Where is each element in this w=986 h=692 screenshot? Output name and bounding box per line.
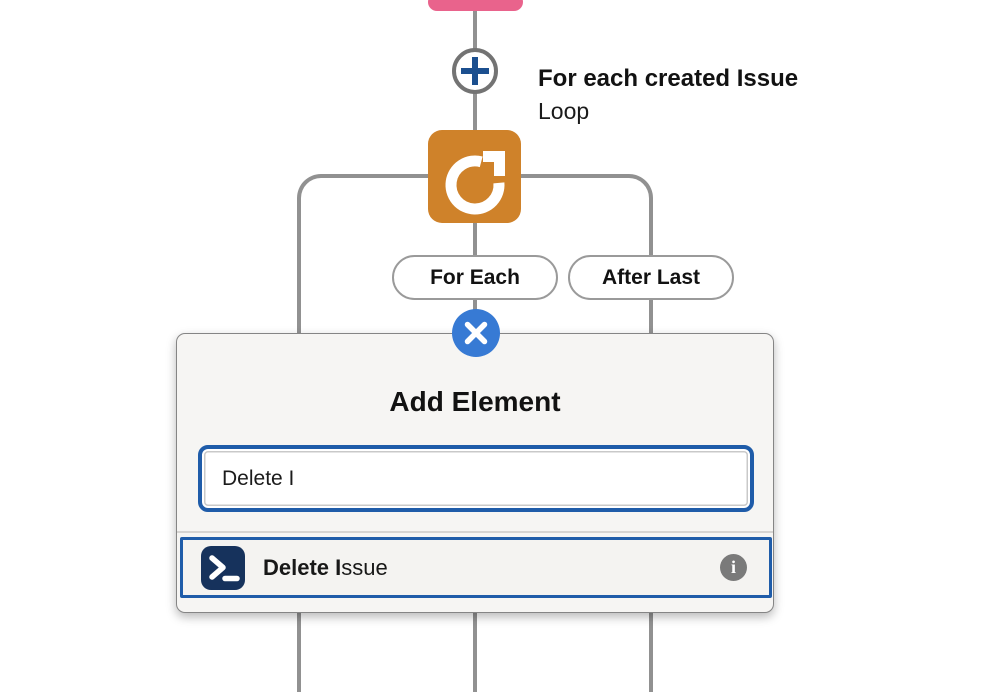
popup-divider [177, 531, 773, 533]
add-element-connector-button[interactable] [452, 48, 498, 94]
search-result-label: Delete Issue [263, 555, 388, 581]
loop-node-title: For each created Issue [538, 65, 799, 92]
info-icon[interactable]: i [720, 554, 747, 581]
loop-node-label: For each created Issue Loop [538, 62, 798, 128]
info-icon-glyph: i [730, 557, 736, 577]
action-terminal-icon [201, 545, 245, 590]
left-branch-horizontal-line [322, 174, 429, 178]
popup-title: Add Element [389, 386, 561, 417]
previous-flow-node[interactable] [428, 0, 523, 11]
close-icon [464, 321, 488, 345]
search-result-label-match: Delete I [263, 554, 342, 580]
right-branch-horizontal-line [521, 174, 628, 178]
branch-pill-after-last: After Last [568, 255, 734, 300]
close-popup-button[interactable] [452, 309, 500, 357]
branch-pill-after-last-label: After Last [601, 265, 701, 289]
loop-node-type: Loop [538, 98, 590, 124]
branch-pill-for-each: For Each [392, 255, 558, 300]
branch-pill-for-each-label: For Each [430, 265, 520, 289]
element-search-input[interactable] [198, 445, 754, 512]
loop-refresh-icon [445, 151, 505, 215]
plus-icon [461, 57, 489, 85]
search-result-delete-issue[interactable]: Delete Issue i [180, 537, 772, 598]
loop-node[interactable] [428, 130, 521, 223]
add-element-popup: Add Element Delete Issue i [176, 333, 774, 613]
search-result-label-rest: ssue [341, 554, 388, 580]
left-branch-corner [297, 174, 325, 204]
right-branch-corner [625, 174, 653, 204]
